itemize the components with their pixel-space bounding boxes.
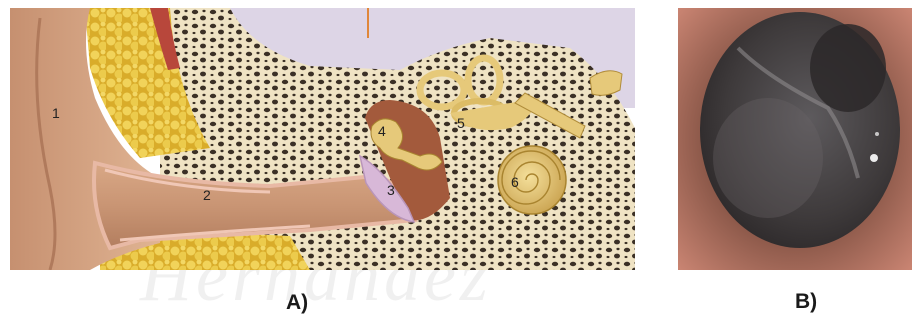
panel-a-caption: A)	[286, 291, 308, 315]
label-ear-canal: 2	[203, 187, 211, 203]
cochlea	[498, 146, 566, 214]
panel-b-caption: B)	[795, 290, 817, 314]
label-eardrum: 3	[387, 182, 395, 198]
ear-anatomy-illustration: 1 2 3 4 5 6	[10, 8, 635, 270]
label-cochlea: 6	[511, 174, 519, 190]
label-ossicles: 4	[378, 123, 386, 139]
otoscope-photo	[678, 8, 912, 270]
label-outer-ear: 1	[52, 105, 60, 121]
label-semicircular-canals: 5	[457, 115, 465, 131]
